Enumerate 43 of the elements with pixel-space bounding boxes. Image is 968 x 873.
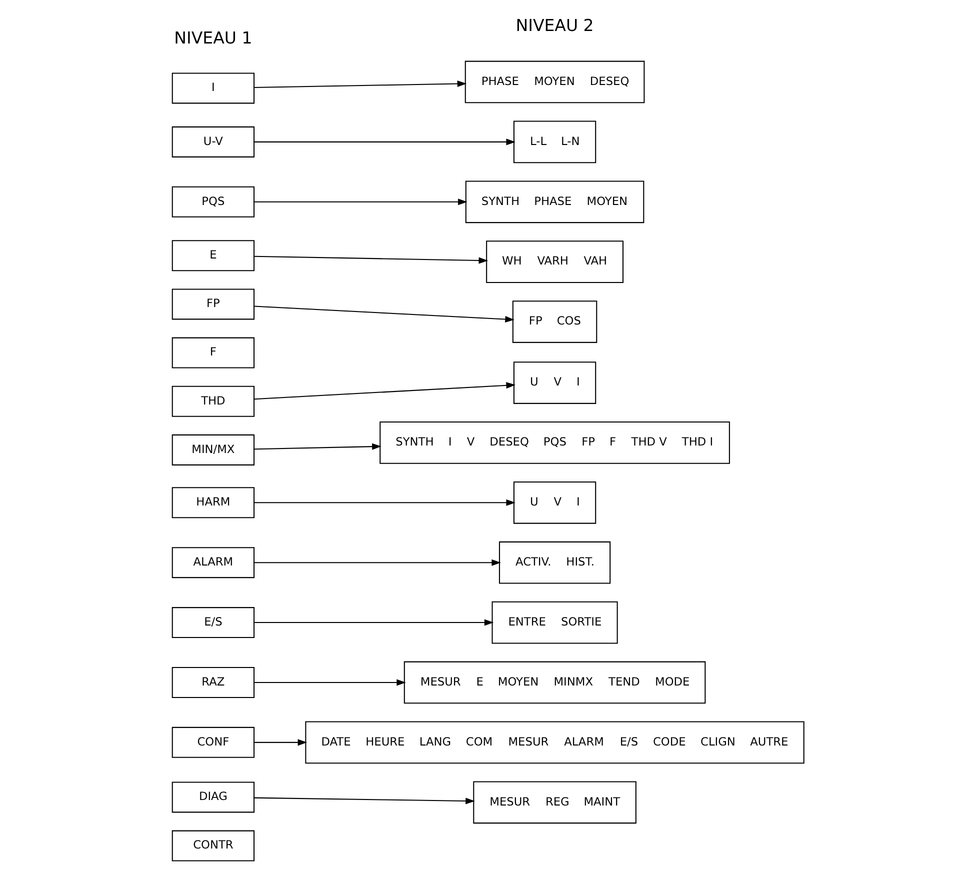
- arrow: [254, 256, 488, 264]
- label: NIVEAU 1: [174, 28, 252, 48]
- node-box: MESUR REG MAINT: [472, 781, 636, 824]
- arrow: [254, 797, 474, 804]
- arrow: [254, 739, 307, 746]
- node-box: PHASE MOYEN DESEQ: [464, 60, 644, 104]
- node-box: FP: [171, 288, 254, 320]
- node-box: CONTR: [171, 830, 254, 862]
- node-box: E: [171, 240, 254, 272]
- node-box: L-L L-N: [512, 120, 596, 164]
- node-box: PQS: [171, 186, 254, 218]
- node-box: FP COS: [512, 300, 597, 343]
- arrow: [254, 559, 500, 566]
- arrow: [254, 382, 516, 400]
- node-box: RAZ: [171, 666, 254, 698]
- arrow: [254, 679, 406, 686]
- node-box: ALARM: [171, 547, 254, 578]
- arrow: [254, 198, 467, 206]
- arrow: [254, 306, 514, 323]
- node-box: ENTRE SORTIE: [491, 601, 618, 644]
- node-box: U V I: [512, 481, 596, 524]
- node-box: CONF: [171, 726, 254, 758]
- node-box: DATE HEURE LANG COM MESUR ALARM E/S CODE CLIGN AUTRE: [304, 721, 804, 764]
- arrow: [254, 499, 516, 506]
- node-box: THD: [171, 386, 254, 417]
- node-box: I: [171, 72, 254, 104]
- arrow: [254, 443, 381, 450]
- arrow: [254, 619, 494, 626]
- label: NIVEAU 2: [515, 16, 594, 36]
- node-box: F: [171, 337, 254, 368]
- node-box: DIAG: [171, 782, 254, 813]
- node-box: E/S: [171, 607, 254, 638]
- arrow: [254, 138, 516, 146]
- node-box: SYNTH PHASE MOYEN: [464, 180, 644, 224]
- node-box: WH VARH VAH: [486, 240, 624, 284]
- node-box: MIN/MX: [171, 434, 254, 466]
- arrow: [254, 80, 466, 88]
- node-box: U-V: [171, 126, 254, 158]
- node-box: ACTIV. HIST.: [498, 541, 610, 584]
- node-box: SYNTH I V DESEQ PQS FP F THD V THD I: [379, 422, 730, 464]
- node-box: MESUR E MOYEN MINMX TEND MODE: [403, 661, 706, 704]
- node-box: U V I: [512, 362, 596, 404]
- node-box: HARM: [171, 487, 254, 518]
